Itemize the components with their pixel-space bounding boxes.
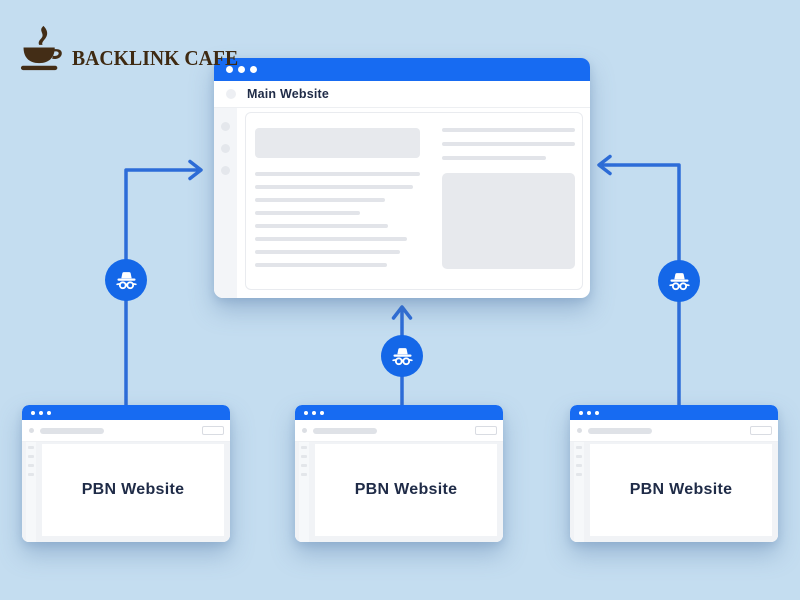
- coffee-cup-icon: [14, 24, 66, 78]
- incognito-icon: [658, 260, 700, 302]
- pbn-window-label: PBN Website: [354, 481, 458, 498]
- text-lines-placeholder: [255, 172, 421, 267]
- favicon-placeholder-icon: [29, 428, 34, 433]
- window-dot-icon: [226, 66, 233, 73]
- window-dot-icon: [238, 66, 245, 73]
- pbn-window-middle[interactable]: PBN Website: [295, 405, 503, 542]
- address-bar-placeholder: [40, 427, 104, 434]
- main-window-tab-row: Main Website: [214, 81, 590, 108]
- pbn-window-sidebar: [299, 442, 309, 542]
- pbn-window-toolbar: [570, 420, 778, 442]
- image-block-placeholder: [442, 173, 575, 269]
- pbn-window-titlebar: [570, 405, 778, 420]
- favicon-placeholder-icon: [226, 89, 236, 99]
- window-dot-icon: [587, 410, 591, 415]
- brand-name: BACKLINK CAFE: [72, 45, 239, 70]
- pbn-window-titlebar: [22, 405, 230, 420]
- pbn-window-panel: PBN Website: [315, 444, 497, 536]
- window-dot-icon: [47, 410, 51, 415]
- pbn-window-toolbar: [295, 420, 503, 442]
- pbn-window-body: PBN Website: [295, 442, 503, 542]
- main-window-titlebar: [214, 58, 590, 81]
- pbn-window-right[interactable]: PBN Website: [570, 405, 778, 542]
- window-dot-icon: [39, 410, 43, 415]
- window-dot-icon: [304, 410, 308, 415]
- sidebar-item-placeholder: [221, 166, 230, 175]
- favicon-placeholder-icon: [302, 428, 307, 433]
- window-dot-icon: [320, 410, 324, 415]
- sidebar-item-placeholder: [221, 122, 230, 131]
- pbn-window-toolbar: [22, 420, 230, 442]
- incognito-icon: [381, 335, 423, 377]
- brand-logo: BACKLINK CAFE: [14, 24, 249, 78]
- address-bar-placeholder: [313, 427, 377, 434]
- content-column-right: [442, 128, 575, 289]
- incognito-icon: [105, 259, 147, 301]
- sidebar-item-placeholder: [221, 144, 230, 153]
- pbn-window-label: PBN Website: [629, 481, 733, 498]
- toolbar-button-placeholder: [750, 426, 772, 435]
- connector-left-arrowhead: [188, 159, 203, 181]
- toolbar-button-placeholder: [202, 426, 224, 435]
- main-window-title: Main Website: [247, 87, 330, 101]
- pbn-window-body: PBN Website: [22, 442, 230, 542]
- pbn-window-panel: PBN Website: [42, 444, 224, 536]
- window-dot-icon: [595, 410, 599, 415]
- pbn-window-sidebar: [26, 442, 36, 542]
- connector-middle-arrowhead: [391, 305, 413, 320]
- main-website-window[interactable]: Main Website: [214, 58, 590, 298]
- favicon-placeholder-icon: [577, 428, 582, 433]
- window-dot-icon: [31, 410, 35, 415]
- main-window-content-card: [245, 112, 583, 290]
- text-lines-placeholder: [442, 128, 575, 160]
- window-dot-icon: [579, 410, 583, 415]
- toolbar-button-placeholder: [475, 426, 497, 435]
- pbn-window-body: PBN Website: [570, 442, 778, 542]
- address-bar-placeholder: [588, 427, 652, 434]
- window-dot-icon: [312, 410, 316, 415]
- pbn-window-sidebar: [574, 442, 584, 542]
- pbn-window-label: PBN Website: [81, 481, 185, 498]
- content-column-left: [255, 128, 421, 289]
- pbn-window-left[interactable]: PBN Website: [22, 405, 230, 542]
- pbn-window-panel: PBN Website: [590, 444, 772, 536]
- pbn-window-titlebar: [295, 405, 503, 420]
- window-dot-icon: [250, 66, 257, 73]
- main-window-sidebar: [214, 108, 237, 298]
- main-window-body: [214, 108, 590, 298]
- header-block-placeholder: [255, 128, 420, 158]
- connector-right-arrowhead: [597, 154, 612, 176]
